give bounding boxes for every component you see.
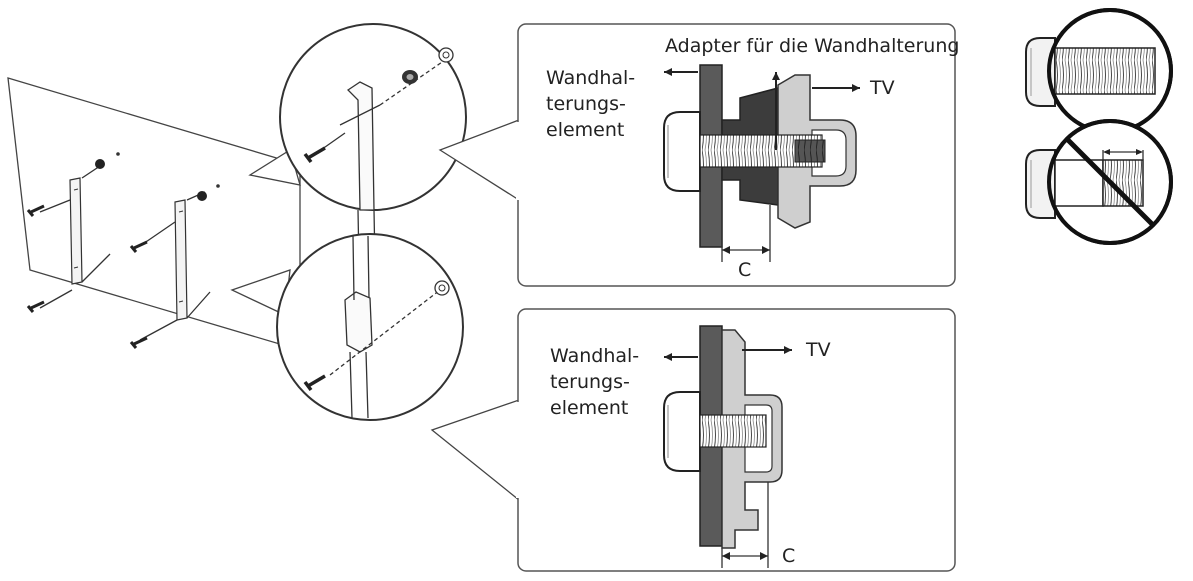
screw-icon: [303, 374, 326, 392]
screw-icon: [303, 146, 326, 164]
tv-label: TV: [869, 77, 895, 99]
tv-back-panel: [7, 77, 301, 351]
screw-left-bottom: [26, 300, 45, 313]
detail-box-without-adapter: Wandhal- terungs- element TV C: [430, 308, 956, 572]
spacer-left: [95, 152, 120, 169]
screw-shaft: [699, 414, 767, 448]
magnifier-bottom: [230, 233, 464, 421]
mount-bracket-left: [39, 165, 111, 309]
spacer-right: [197, 184, 220, 201]
wall-element-label-line3: element: [546, 119, 624, 141]
adapter-label: Adapter für die Wandhalterung: [665, 35, 959, 57]
screw-head: [663, 391, 701, 472]
wall-element-label-line3: element: [550, 397, 628, 419]
wall-element-label-line2: terungs-: [550, 371, 630, 393]
wall-element-label-line2: terungs-: [546, 93, 626, 115]
prohibited-slash: [1065, 137, 1155, 227]
screw-fully-threaded-icon: [1025, 8, 1173, 134]
wall-element-label-line1: Wandhal-: [546, 67, 635, 89]
detail-box-with-adapter: Adapter für die Wandhalterung Wandhal- t…: [438, 23, 959, 287]
screw-head: [663, 111, 701, 192]
spacer-nut-icon: [402, 70, 418, 84]
tv-label: TV: [805, 339, 831, 361]
c-label: C: [782, 545, 795, 567]
screw-prohibited-icon: [1025, 119, 1173, 245]
washer-icon: [438, 47, 454, 63]
washer-icon: [434, 280, 450, 296]
screw-right-bottom: [129, 336, 148, 349]
mount-bracket-right: [139, 191, 211, 341]
wall-element-label-line1: Wandhal-: [550, 345, 639, 367]
screw-right-top: [129, 240, 148, 253]
c-label: C: [738, 259, 751, 281]
screw-left-top: [26, 204, 45, 217]
